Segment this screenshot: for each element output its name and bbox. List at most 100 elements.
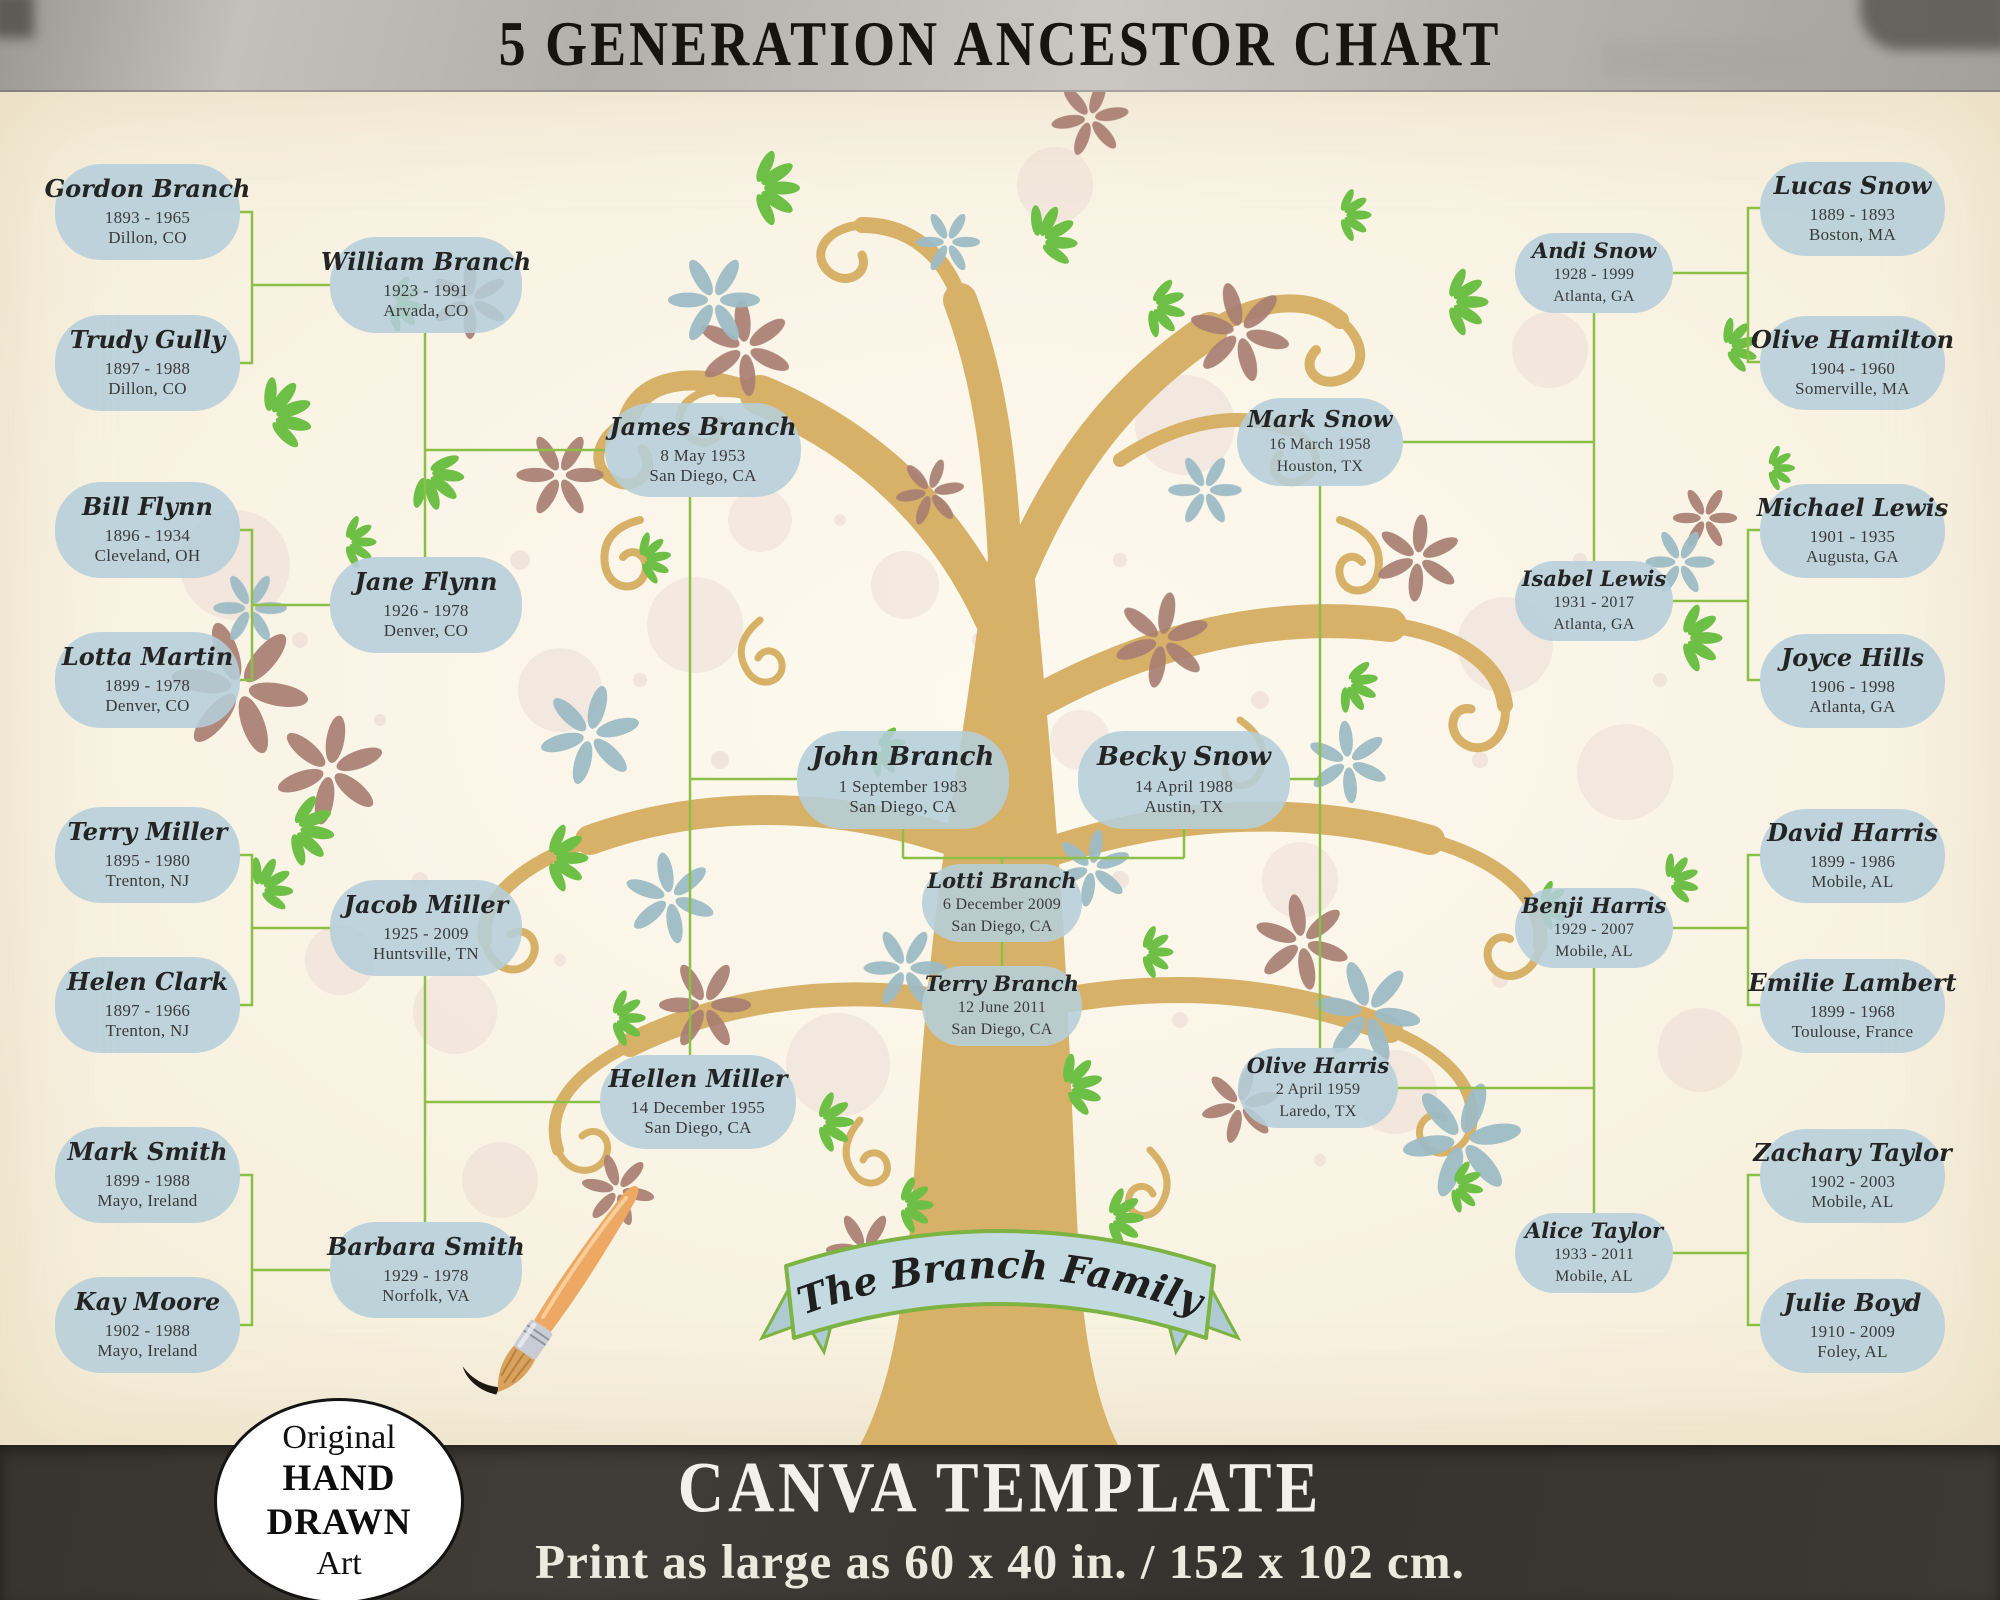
person-place: Trenton, NJ [105,870,190,890]
concrete-stain [1860,0,2000,50]
person-place: Mayo, Ireland [97,1340,198,1360]
person-node-hellen-miller: Hellen Miller 14 December 1955 San Diego… [600,1055,796,1149]
person-name: Isabel Lewis [1521,566,1667,592]
person-node-becky-snow: Becky Snow 14 April 1988 Austin, TX [1078,731,1290,829]
person-node-lotta-martin: Lotta Martin 1899 - 1978 Denver, CO [55,632,240,728]
person-node-andi-snow: Andi Snow 1928 - 1999 Atlanta, GA [1515,233,1673,313]
person-name: Terry Branch [925,971,1079,997]
footer-subtitle: Print as large as 60 x 40 in. / 152 x 10… [535,1534,1465,1589]
person-name: Andi Snow [1531,238,1657,264]
person-place: San Diego, CA [951,917,1053,935]
person-place: Dillon, CO [108,227,187,247]
person-name: Kay Moore [74,1287,221,1317]
person-name: Benji Harris [1521,893,1667,919]
person-place: Mobile, AL [1811,871,1894,891]
person-node-zachary-taylor: Zachary Taylor 1902 - 2003 Mobile, AL [1753,1129,1952,1223]
person-name: Hellen Miller [608,1064,788,1094]
person-place: Norfolk, VA [382,1285,470,1305]
person-dates: 1925 - 2009 [383,923,469,943]
person-node-mark-smith: Mark Smith 1899 - 1988 Mayo, Ireland [55,1127,240,1223]
person-place: San Diego, CA [649,465,757,485]
person-node-isabel-lewis: Isabel Lewis 1931 - 2017 Atlanta, GA [1515,561,1673,641]
badge-line-2: HAND DRAWN [266,1457,412,1543]
paintbrush-icon [462,1185,639,1395]
person-node-jane-flynn: Jane Flynn 1926 - 1978 Denver, CO [330,557,522,653]
person-node-lotti-branch: Lotti Branch 6 December 2009 San Diego, … [922,864,1082,942]
person-dates: 16 March 1958 [1269,435,1371,453]
person-node-terry-miller: Terry Miller 1895 - 1980 Trenton, NJ [55,807,240,903]
person-node-michael-lewis: Michael Lewis 1901 - 1935 Augusta, GA [1756,484,1949,578]
person-dates: 1901 - 1935 [1809,526,1896,546]
person-place: Cleveland, OH [94,545,201,565]
person-place: Dillon, CO [108,378,187,398]
person-dates: 1 September 1983 [838,776,968,796]
badge-oval: Original HAND DRAWN Art [214,1398,464,1600]
concrete-stain [1600,40,1820,80]
person-name: Gordon Branch [44,174,251,204]
person-node-julie-boyd: Julie Boyd 1910 - 2009 Foley, AL [1760,1279,1945,1373]
person-dates: 1902 - 1988 [104,1320,191,1340]
person-place: San Diego, CA [644,1117,752,1137]
person-place: Mobile, AL [1555,942,1633,960]
person-place: Denver, CO [105,695,190,715]
person-node-emilie-lambert: Emilie Lambert 1899 - 1968 Toulouse, Fra… [1748,959,1957,1053]
person-place: Boston, MA [1808,224,1897,244]
person-dates: 1895 - 1980 [104,850,191,870]
person-dates: 1929 - 2007 [1553,920,1635,938]
person-node-terry-branch: Terry Branch 12 June 2011 San Diego, CA [922,966,1082,1046]
header-banner: 5 GENERATION ANCESTOR CHART [0,0,2000,92]
person-name: Lucas Snow [1773,171,1932,201]
person-node-jacob-miller: Jacob Miller 1925 - 2009 Huntsville, TN [330,880,522,976]
person-place: Augusta, GA [1805,546,1899,566]
person-dates: 1899 - 1988 [104,1170,191,1190]
person-place: Trenton, NJ [105,1020,190,1040]
person-node-olive-harris: Olive Harris 2 April 1959 Laredo, TX [1238,1048,1398,1128]
person-place: San Diego, CA [951,1020,1053,1038]
person-dates: 1929 - 1978 [383,1265,469,1285]
concrete-stain [0,0,34,38]
person-place: Austin, TX [1144,796,1224,816]
person-name: William Branch [320,247,532,277]
person-node-kay-moore: Kay Moore 1902 - 1988 Mayo, Ireland [55,1277,240,1373]
person-name: Alice Taylor [1524,1218,1664,1244]
person-place: Atlanta, GA [1553,615,1635,633]
person-name: Emilie Lambert [1748,968,1957,998]
person-dates: 1899 - 1968 [1809,1001,1896,1021]
person-name: Mark Smith [67,1137,228,1167]
person-node-james-branch: James Branch 8 May 1953 San Diego, CA [605,403,801,497]
person-name: Michael Lewis [1756,493,1949,523]
person-dates: 1899 - 1978 [104,675,191,695]
person-place: Houston, TX [1276,457,1364,475]
person-name: David Harris [1767,818,1938,848]
person-node-olive-hamilton: Olive Hamilton 1904 - 1960 Somerville, M… [1751,316,1954,410]
page-title: 5 GENERATION ANCESTOR CHART [498,8,1502,80]
person-dates: 2 April 1959 [1275,1080,1361,1098]
person-place: Mobile, AL [1811,1191,1894,1211]
person-name: Lotta Martin [61,642,234,672]
person-dates: 1896 - 1934 [104,525,191,545]
person-name: Barbara Smith [327,1232,525,1262]
person-dates: 8 May 1953 [660,445,746,465]
person-node-trudy-gully: Trudy Gully 1897 - 1988 Dillon, CO [55,315,240,411]
person-dates: 1926 - 1978 [383,600,469,620]
person-name: Joyce Hills [1780,643,1925,673]
person-place: Laredo, TX [1279,1102,1357,1120]
person-dates: 1899 - 1986 [1809,851,1896,871]
person-dates: 1889 - 1893 [1809,204,1896,224]
person-name: Lotti Branch [927,868,1077,894]
person-name: Terry Miller [67,817,228,847]
person-node-benji-harris: Benji Harris 1929 - 2007 Mobile, AL [1515,888,1673,968]
person-place: Mobile, AL [1555,1267,1633,1285]
person-dates: 14 December 1955 [630,1097,766,1117]
person-place: Denver, CO [383,620,469,640]
person-dates: 1897 - 1966 [104,1000,191,1020]
person-name: Jane Flynn [354,567,498,597]
person-dates: 1933 - 2011 [1553,1245,1635,1263]
person-place: San Diego, CA [849,796,957,816]
person-name: Becky Snow [1097,742,1271,773]
person-place: Arvada, CO [383,300,469,320]
person-name: Mark Snow [1247,406,1393,434]
person-place: Atlanta, GA [1553,287,1635,305]
person-place: Mayo, Ireland [97,1190,198,1210]
